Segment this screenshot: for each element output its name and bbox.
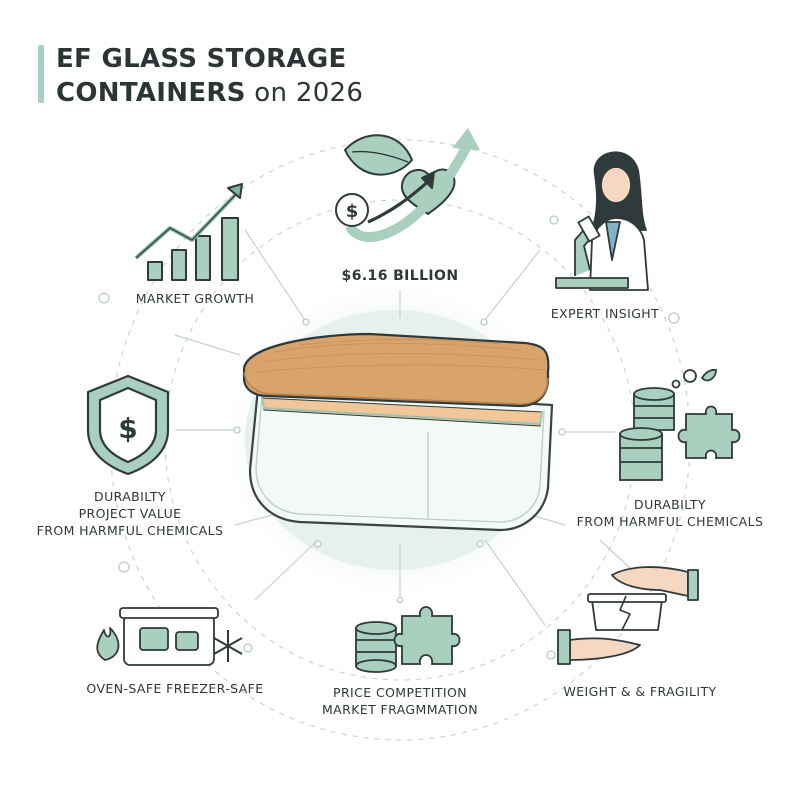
orbit-dots: [98, 215, 680, 660]
dollar-glyph-1: $: [346, 201, 359, 222]
page-title: EF GLASS STORAGE CONTAINERS on 2026: [56, 42, 363, 110]
coins-puzzle-icon: [619, 368, 741, 481]
container-flame-snowflake-icon: [96, 607, 243, 666]
title-line-2: CONTAINERS on 2026: [56, 78, 364, 108]
growth-chart-icon: [134, 183, 243, 281]
scientist-microscope-icon: [555, 151, 649, 291]
expert-insight-label: EXPERT INSIGHT: [550, 306, 660, 321]
glass-container-icon: [242, 332, 554, 532]
broken-container-hands-icon: [557, 566, 699, 665]
dollar-glyph-2: $: [118, 412, 137, 445]
title-accent-bar: [38, 45, 44, 103]
right-mid-label: DURABILTY FROM HARMFUL CHEMICALS: [576, 497, 764, 529]
money-leaf-arrow-icon: [335, 128, 480, 242]
center-value-label: $6.16 BILLION: [341, 268, 459, 284]
connector-lines: [174, 229, 631, 626]
shield-dollar-icon: [86, 374, 170, 476]
coins-puzzle-icon-2: [355, 606, 461, 673]
price-competition-label: PRICE COMPETITION MARKET FRAGMMATION: [322, 685, 478, 717]
weight-fragility-label: WEIGHT & & FRAGILITY: [563, 684, 717, 699]
title-line-1: EF GLASS STORAGE: [56, 44, 347, 74]
left-mid-label: DURABILTY PROJECT VALUE FROM HARMFUL CHE…: [36, 489, 224, 538]
market-growth-label: MARKET GROWTH: [135, 291, 255, 306]
oven-safe-label: OVEN-SAFE FREEZER-SAFE: [86, 681, 264, 696]
